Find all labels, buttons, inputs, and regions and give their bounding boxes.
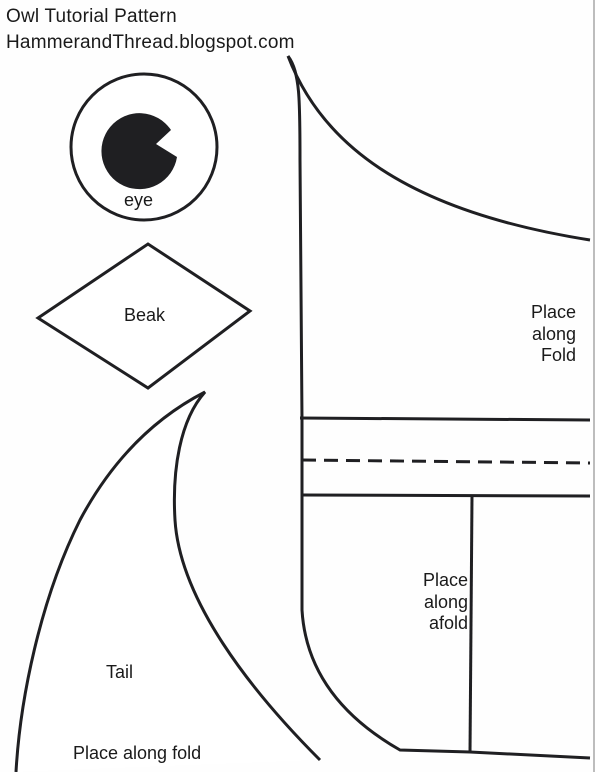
body-stitch-line <box>301 458 591 465</box>
wing-fold-label: Place along afold <box>410 570 468 635</box>
beak-outline <box>35 242 253 390</box>
body-band-top <box>299 416 591 422</box>
eye-label: eye <box>124 190 154 210</box>
wing-fold-line-3: afold <box>428 613 468 634</box>
beak-label: Beak <box>124 305 166 325</box>
blog-url: HammerandThread.blogspot.com <box>6 32 295 53</box>
body-head-curve <box>286 55 591 242</box>
body-band-bottom <box>301 493 591 498</box>
tail-label: Tail <box>106 662 134 682</box>
wing-fold-line <box>468 495 474 754</box>
wing-fold-line-1: Place <box>422 570 468 590</box>
tail-outline <box>14 390 322 772</box>
body-fold-line-2: along <box>531 323 576 344</box>
pattern-title: Owl Tutorial Pattern <box>6 6 177 27</box>
eye-pupil <box>101 113 177 190</box>
body-outline <box>286 55 591 760</box>
body-fold-label: Place along Fold <box>516 302 576 367</box>
body-fold-line-3: Fold <box>540 345 576 366</box>
wing-fold-line-2: along <box>423 591 468 612</box>
body-fold-line-1: Place <box>530 302 576 322</box>
tail-fold-label: Place along fold <box>73 743 202 763</box>
